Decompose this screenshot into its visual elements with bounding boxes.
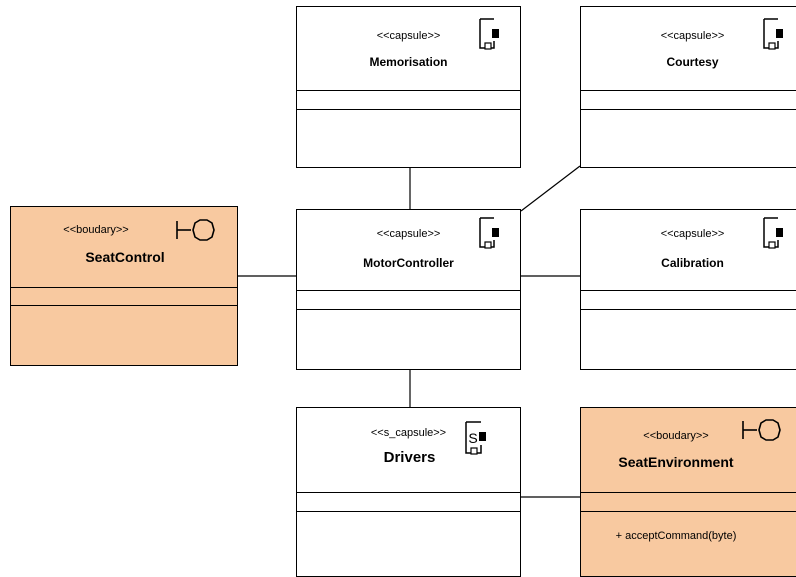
node-name: Calibration bbox=[661, 256, 724, 270]
boundary-icon bbox=[176, 219, 215, 241]
compartment-divider bbox=[297, 290, 520, 291]
boundary-seatenvironment[interactable]: <<boudary>> SeatEnvironment + acceptComm… bbox=[580, 407, 796, 577]
stereotype-label: <<s_capsule>> bbox=[370, 427, 447, 439]
s-capsule-drivers[interactable]: <<s_capsule>> Drivers S bbox=[296, 407, 521, 577]
compartment-divider bbox=[297, 511, 520, 512]
capsule-memorisation[interactable]: <<capsule>> Memorisation bbox=[296, 6, 521, 168]
stereotype-label: <<capsule>> bbox=[376, 30, 441, 42]
node-name: Drivers bbox=[383, 449, 436, 466]
compartment-divider bbox=[581, 511, 796, 512]
stereotype-label: <<capsule>> bbox=[660, 228, 725, 240]
capsule-icon bbox=[479, 18, 499, 50]
stereotype-label: <<boudary>> bbox=[643, 430, 709, 442]
capsule-motorcontroller[interactable]: <<capsule>> MotorController bbox=[296, 209, 521, 370]
node-name: Courtesy bbox=[666, 55, 719, 69]
compartment-divider bbox=[297, 109, 520, 110]
s-capsule-letter: S bbox=[468, 430, 477, 446]
capsule-icon bbox=[479, 217, 499, 249]
stereotype-label: <<capsule>> bbox=[376, 228, 441, 240]
compartment-divider bbox=[11, 287, 237, 288]
stereotype-label: <<capsule>> bbox=[660, 30, 725, 42]
s-capsule-icon: S bbox=[465, 421, 486, 455]
capsule-calibration[interactable]: <<capsule>> Calibration bbox=[580, 209, 796, 370]
compartment-divider bbox=[581, 309, 796, 310]
compartment-divider bbox=[581, 109, 796, 110]
capsule-icon bbox=[763, 217, 783, 249]
boundary-seatcontrol[interactable]: <<boudary>> SeatControl bbox=[10, 206, 238, 366]
compartment-divider bbox=[297, 492, 520, 493]
node-name: SeatControl bbox=[85, 249, 165, 265]
compartment-divider bbox=[581, 492, 796, 493]
node-name: Memorisation bbox=[369, 55, 448, 69]
capsule-courtesy[interactable]: <<capsule>> Courtesy bbox=[580, 6, 796, 168]
compartment-divider bbox=[297, 90, 520, 91]
connector-courtesy-motorcontroller bbox=[520, 165, 581, 212]
boundary-icon bbox=[742, 419, 781, 441]
compartment-divider bbox=[581, 90, 796, 91]
operation-accept-command: + acceptCommand(byte) bbox=[615, 530, 737, 542]
compartment-divider bbox=[297, 309, 520, 310]
node-name: SeatEnvironment bbox=[618, 454, 734, 470]
node-name: MotorController bbox=[363, 256, 454, 270]
stereotype-label: <<boudary>> bbox=[63, 224, 129, 236]
compartment-divider bbox=[11, 305, 237, 306]
compartment-divider bbox=[581, 290, 796, 291]
capsule-icon bbox=[763, 18, 783, 50]
